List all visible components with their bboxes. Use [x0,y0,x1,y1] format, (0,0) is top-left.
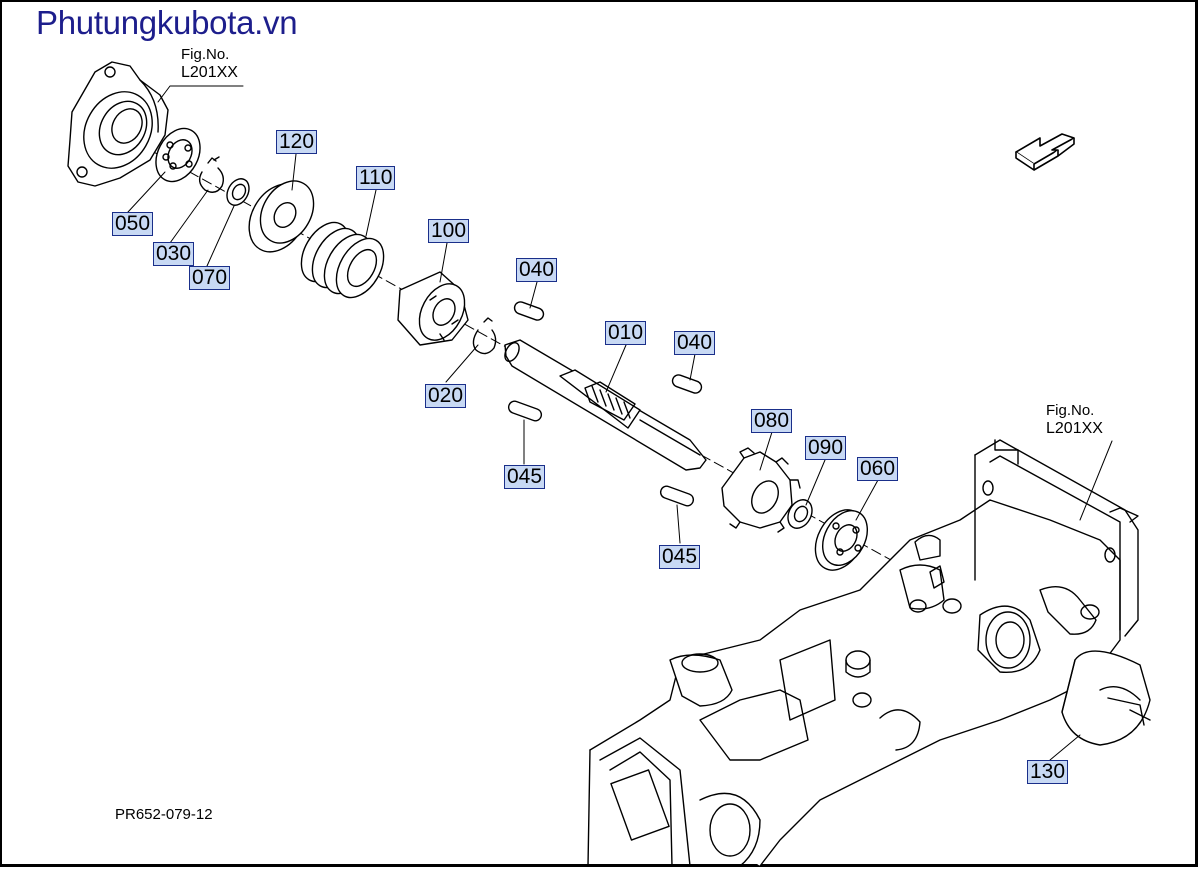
key-045-right-part [659,485,695,507]
key-040-right-part [671,374,703,394]
key-045-left-part [507,400,543,422]
callout-060[interactable]: 060 [857,457,899,481]
spring-110-part [300,221,385,299]
figure-ref-label: Fig.No. [1046,402,1095,419]
callout-040-left[interactable]: 040 [516,258,558,282]
callout-100[interactable]: 100 [428,219,470,243]
callout-050[interactable]: 050 [112,212,154,236]
bushing-130-part [1061,650,1151,746]
ball-bearing-050-part [155,127,201,183]
callout-130[interactable]: 130 [1027,760,1069,784]
direction-arrow-icon [1015,133,1075,171]
figure-ref-bottom-right: Fig.No. L201XX [1046,402,1103,438]
circlip-020-part [472,317,497,355]
figure-ref-top-left: Fig.No. L201XX [181,46,238,82]
callout-040-right[interactable]: 040 [674,331,716,355]
callout-045-left[interactable]: 045 [504,465,546,489]
callout-020[interactable]: 020 [425,384,467,408]
callout-120[interactable]: 120 [276,130,318,154]
drawing-code: PR652-079-12 [115,806,213,823]
callout-090[interactable]: 090 [805,436,847,460]
callout-070[interactable]: 070 [189,266,231,290]
figure-ref-number: L201XX [181,64,238,81]
callout-010[interactable]: 010 [605,321,647,345]
circlip-030-part [198,156,225,193]
disc-120-part [248,180,315,253]
transmission-case-part [587,439,1139,867]
callout-030[interactable]: 030 [153,242,195,266]
callout-045-right[interactable]: 045 [659,545,701,569]
figure-ref-number: L201XX [1046,420,1103,437]
callout-110[interactable]: 110 [356,166,396,190]
site-watermark: Phutungkubota.vn [36,4,298,41]
key-040-left-part [513,301,545,321]
figure-ref-label: Fig.No. [181,46,230,63]
callout-080[interactable]: 080 [751,409,793,433]
bearing-housing-part [67,61,169,187]
washer-090-part [787,499,813,529]
shaft-010-part [504,339,707,471]
sprocket-080-part [721,447,801,533]
washer-070-part [226,178,250,206]
ball-bearing-060-part [814,509,868,571]
clutch-sleeve-100-part [397,271,469,346]
